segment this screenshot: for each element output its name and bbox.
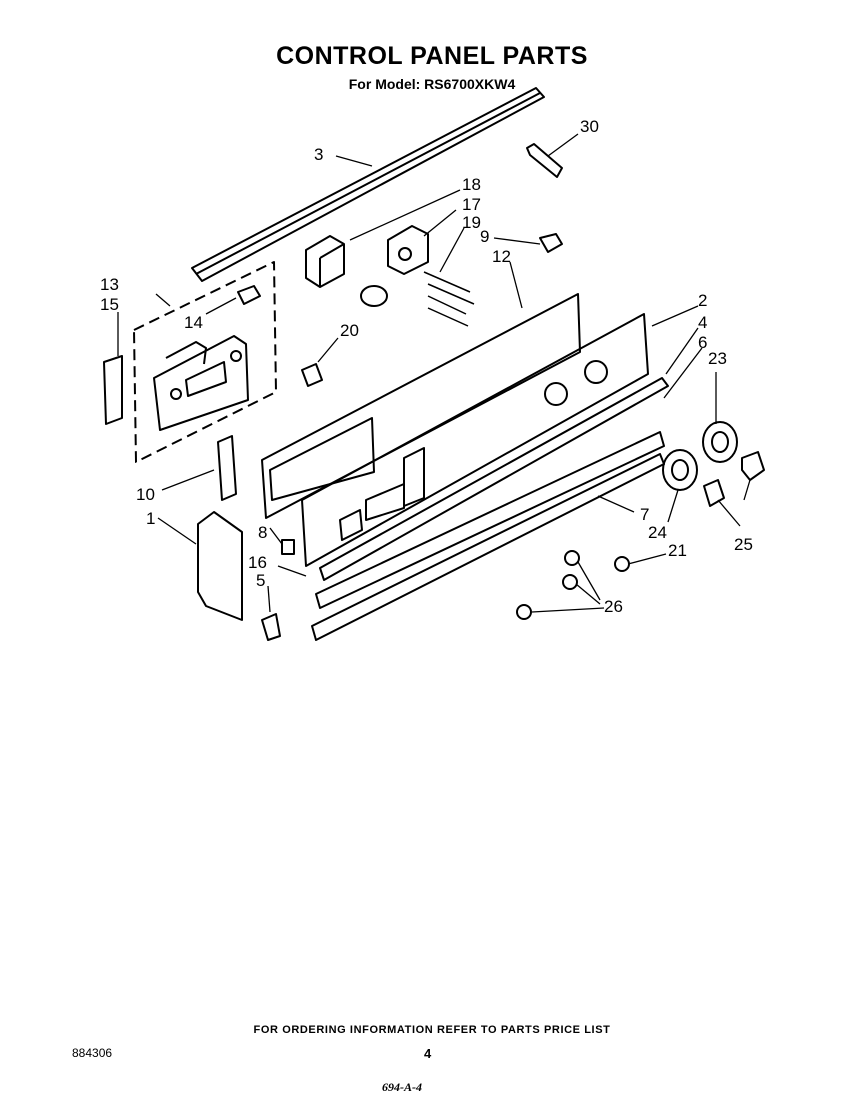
switch-knob-block-part bbox=[387, 225, 429, 275]
document-number: 884306 bbox=[72, 1046, 113, 1060]
callout-label: 21 bbox=[668, 541, 687, 560]
page-title: CONTROL PANEL PARTS bbox=[276, 42, 588, 70]
trim-strip-part bbox=[191, 87, 545, 282]
handwritten-code: 694-A-4 bbox=[382, 1080, 422, 1094]
callout-label: 10 bbox=[136, 485, 155, 504]
callout-label: 20 bbox=[340, 321, 359, 340]
callout-label: 4 bbox=[698, 313, 707, 332]
ordering-note: FOR ORDERING INFORMATION REFER TO PARTS … bbox=[253, 1024, 611, 1036]
callout-label: 19 bbox=[462, 213, 481, 232]
wire-harness-part bbox=[423, 271, 475, 327]
side-bracket-part bbox=[103, 355, 123, 425]
callout-label: 13 bbox=[100, 275, 119, 294]
callout-label: 24 bbox=[648, 523, 667, 542]
callout-label: 26 bbox=[604, 597, 623, 616]
end-cap-part bbox=[197, 511, 243, 621]
knob-part bbox=[741, 451, 765, 481]
callout-label: 25 bbox=[734, 535, 753, 554]
strip-part bbox=[319, 377, 669, 581]
clip-part bbox=[526, 143, 563, 178]
callout-label: 5 bbox=[256, 571, 265, 590]
nut-part bbox=[614, 556, 630, 572]
nut-part bbox=[562, 574, 578, 590]
page-number: 4 bbox=[424, 1046, 432, 1061]
switch-block-part bbox=[305, 235, 345, 288]
knob-skirt-part bbox=[662, 449, 698, 491]
callout-label: 12 bbox=[492, 247, 511, 266]
ring-part bbox=[360, 285, 388, 307]
console-panel-part bbox=[301, 313, 649, 567]
callout-label: 30 bbox=[580, 117, 599, 136]
callout-label: 18 bbox=[462, 175, 481, 194]
callout-label: 7 bbox=[640, 505, 649, 524]
nut-part bbox=[564, 550, 580, 566]
callout-label: 3 bbox=[314, 145, 323, 164]
trim-part bbox=[315, 431, 665, 609]
end-piece-part bbox=[261, 613, 281, 641]
knob-part bbox=[703, 479, 725, 507]
callout-label: 15 bbox=[100, 295, 119, 314]
small-block-part bbox=[281, 539, 295, 555]
model-subtitle: For Model: RS6700XKW4 bbox=[348, 76, 516, 92]
small-connector-part bbox=[539, 233, 563, 253]
callout-label: 8 bbox=[258, 523, 267, 542]
callout-label: 2 bbox=[698, 291, 707, 310]
callout-label: 6 bbox=[698, 333, 707, 352]
callout-label: 17 bbox=[462, 195, 481, 214]
callout-label: 16 bbox=[248, 553, 267, 572]
callout-label: 1 bbox=[146, 509, 155, 528]
nut-part bbox=[516, 604, 532, 620]
dashed-group-outline bbox=[133, 261, 277, 463]
small-clip-part bbox=[237, 285, 261, 305]
callout-label: 9 bbox=[480, 227, 489, 246]
knob-skirt-part bbox=[702, 421, 738, 463]
end-bracket-part bbox=[217, 435, 237, 501]
callout-label: 23 bbox=[708, 349, 727, 368]
callout-label: 14 bbox=[184, 313, 203, 332]
leader-lines bbox=[117, 133, 751, 613]
clock-module-part bbox=[153, 335, 249, 431]
callout-labels: 3 30 18 17 19 9 12 2 4 6 23 13 15 14 20 … bbox=[100, 117, 753, 616]
back-bracket-part bbox=[261, 293, 581, 519]
bracket-clip-part bbox=[301, 363, 323, 387]
